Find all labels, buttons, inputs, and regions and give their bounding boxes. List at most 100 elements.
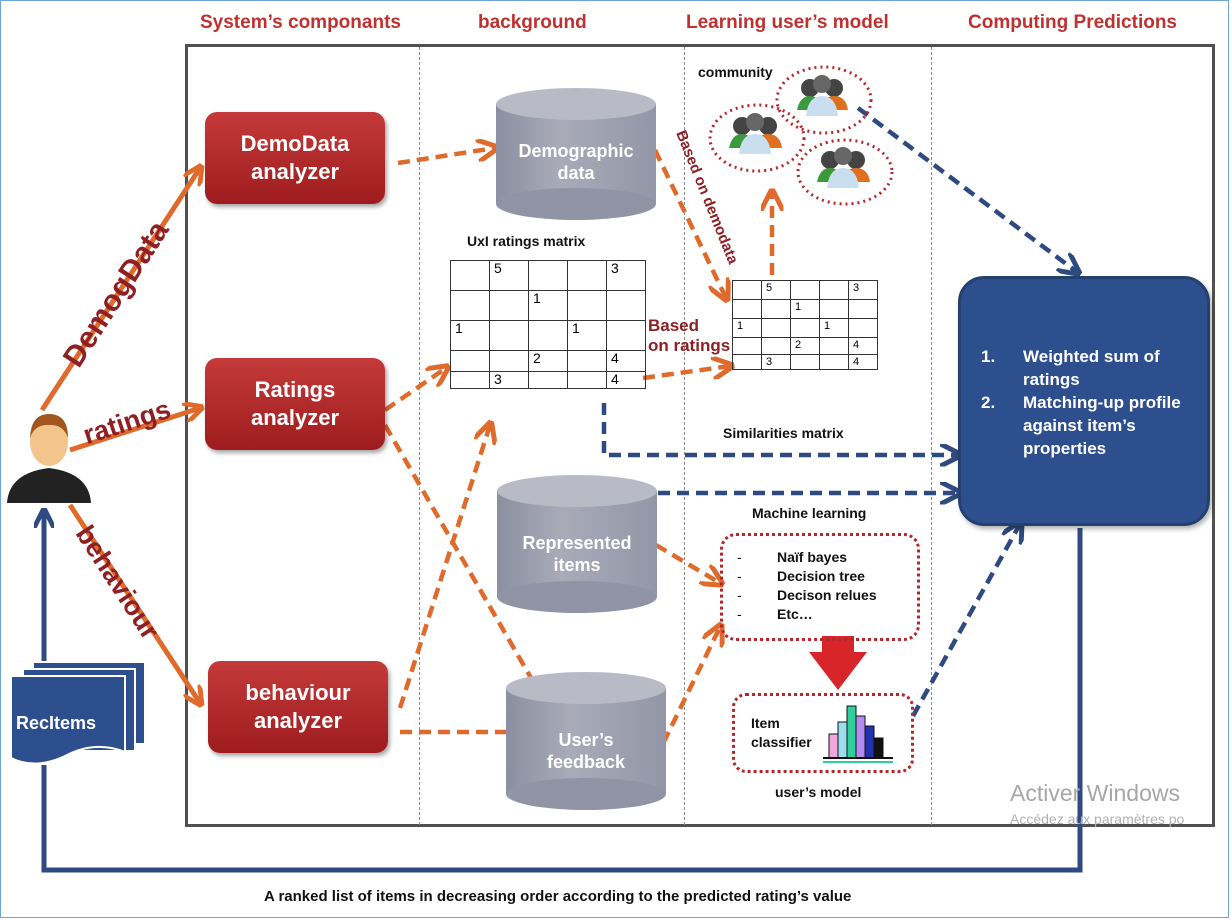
matrix-cell: 1 (732, 318, 762, 338)
behaviour-analyzer-line2: analyzer (253, 708, 343, 733)
ml-method: Decison relues (777, 587, 877, 603)
matrix-cell: 3 (489, 371, 529, 389)
matrix-cell: 1 (528, 290, 568, 321)
matrix-cell (489, 290, 529, 321)
matrix-cell (489, 350, 529, 372)
matrix-cell (819, 354, 849, 370)
matrix-cell: 4 (848, 337, 878, 355)
matrix-row: 2 4 (732, 337, 878, 355)
ml-method: Naïf bayes (777, 549, 848, 565)
people-group-icon (775, 65, 873, 135)
machine-learning-box: - Naïf bayes -Decision tree - Decison relu… (720, 533, 920, 641)
column-divider (931, 47, 932, 825)
matrix-cell (567, 350, 607, 372)
matrix-row: 1 (450, 290, 646, 321)
matrix-cell (450, 290, 490, 321)
matrix-cell: 3 (761, 354, 791, 370)
loop-line (41, 528, 1083, 873)
list-item: -Etc… (737, 605, 877, 624)
feedback-line2: feedback (546, 752, 626, 772)
column-divider (684, 47, 685, 825)
matrix-cell: 5 (761, 280, 791, 300)
matrix-cell (606, 320, 646, 351)
matrix-cell (819, 280, 849, 300)
represented-line2: items (553, 555, 601, 575)
activation-watermark: Activer Windows (1010, 780, 1180, 806)
activation-watermark-sub: Accédez aux paramètres po (1010, 811, 1185, 827)
bottom-caption: A ranked list of items in decreasing ord… (264, 888, 852, 905)
matrix-cell: 1 (450, 320, 490, 351)
prediction-text: Weighted sum of ratings (1023, 347, 1160, 389)
matrix-cell (761, 318, 791, 338)
classifier-histogram-icon (823, 705, 893, 763)
item-classifier-line1: Item (751, 715, 780, 731)
matrix-cell (848, 299, 878, 319)
matrix-cell (528, 371, 568, 389)
column-heading-components: System’s componants (200, 12, 401, 33)
arrow-ratings-to-matrix (383, 368, 446, 412)
list-item: 2. Matching-up profile against item’s pro… (981, 391, 1206, 460)
matrix-cell: 2 (790, 337, 820, 355)
column-heading-computing: Computing Predictions (968, 12, 1177, 33)
matrix-cell (732, 337, 762, 355)
demodata-analyzer-line2: analyzer (250, 159, 340, 184)
arrow-community-to-predictions (856, 106, 1077, 272)
matrix-cell (790, 354, 820, 370)
predictions-list: 1. Weighted sum of ratings 2. Matching-up … (981, 345, 1206, 460)
arrow-behaviour-to-matrix (397, 425, 490, 709)
matrix-cell: 1 (790, 299, 820, 319)
down-arrow-icon (809, 636, 867, 690)
main-panel (185, 44, 1215, 827)
list-dash: - (737, 587, 742, 603)
matrix-cell (528, 260, 568, 291)
matrix-cell (567, 290, 607, 321)
item-classifier-line2: classifier (751, 734, 812, 750)
matrix-cell (606, 290, 646, 321)
item-classifier-box: Item classifier (732, 693, 914, 773)
arrow-matrix-to-similarities (642, 366, 730, 381)
list-item: - Decison relues (737, 586, 877, 605)
prediction-number: 2. (981, 393, 996, 412)
community-label: community (698, 64, 773, 80)
matrix-cell: 1 (567, 320, 607, 351)
similarities-matrix-title: Similarities matrix (723, 425, 844, 441)
matrix-row: 1 1 (732, 318, 878, 338)
matrix-cell (450, 371, 490, 389)
matrix-cell: 2 (528, 350, 568, 372)
arrow-demographic-to-similarities (652, 149, 726, 298)
feedback-line1: User’s (558, 730, 614, 750)
prediction-text: Matching-up profile against item’s prope… (1023, 393, 1181, 458)
ml-method: Etc… (777, 606, 813, 622)
matrix-cell (790, 280, 820, 300)
matrix-cell (450, 350, 490, 372)
user-icon (7, 414, 91, 503)
ml-method: Decision tree (777, 568, 865, 584)
list-item: -Decision tree (737, 567, 877, 586)
prediction-number: 1. (981, 347, 996, 366)
matrix-cell (450, 260, 490, 291)
input-arrows (39, 168, 200, 703)
recitems-label: RecItems (16, 713, 97, 733)
based-on-ratings-line2: on ratings (648, 336, 731, 355)
matrix-cell (528, 320, 568, 351)
predictions-box: 1. Weighted sum of ratings 2. Matching-up … (958, 276, 1210, 526)
recitems-icon[interactable] (5, 660, 165, 770)
matrix-cell (761, 299, 791, 319)
machine-learning-title: Machine learning (752, 505, 867, 521)
ratings-analyzer-line2: analyzer (250, 405, 340, 430)
matrix-cell (732, 299, 762, 319)
matrix-cell (732, 354, 762, 370)
list-item: 1. Weighted sum of ratings (981, 345, 1206, 391)
arrow-items-to-ml (654, 543, 720, 583)
demographic-line1: Demographic (518, 141, 634, 161)
arrow-ratings-to-feedback (383, 423, 542, 697)
ratings-matrix-title: UxI ratings matrix (467, 233, 586, 249)
